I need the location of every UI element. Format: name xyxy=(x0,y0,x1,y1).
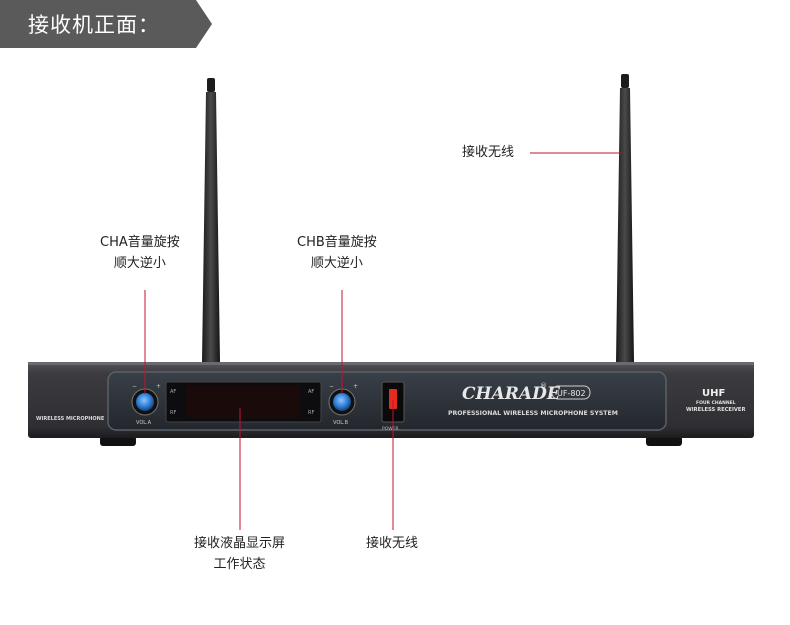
svg-text:+: + xyxy=(353,383,358,390)
callout-antenna: 接收无线 xyxy=(462,145,515,160)
antenna-left xyxy=(202,78,220,362)
svg-text:RF: RF xyxy=(170,410,176,416)
volume-knob-a[interactable]: − + xyxy=(131,383,161,416)
callout-cha-knob: CHA音量旋按 顺大逆小 xyxy=(100,235,180,271)
svg-text:AF: AF xyxy=(170,389,176,395)
svg-text:−: − xyxy=(329,383,334,390)
svg-text:+: + xyxy=(156,383,161,390)
lcd-display: AF RF AF RF xyxy=(165,381,322,423)
header-banner xyxy=(0,0,212,48)
four-channel-label: FOUR CHANNEL xyxy=(696,400,736,406)
page-title: 接收机正面： xyxy=(28,13,160,37)
volume-knob-b[interactable]: − + xyxy=(328,383,358,416)
callout-power: 接收无线 xyxy=(366,536,419,551)
volume-knob-a-label: VOL.A xyxy=(136,420,152,426)
svg-text:−: − xyxy=(132,383,137,390)
svg-text:RF: RF xyxy=(308,410,314,416)
model-badge: UF-802 xyxy=(557,389,586,398)
power-label: POWER xyxy=(382,426,399,432)
foot-right xyxy=(646,436,682,446)
wireless-receiver-label: WIRELESS RECEIVER xyxy=(686,407,745,413)
tagline: PROFESSIONAL WIRELESS MICROPHONE SYSTEM xyxy=(448,410,618,417)
brand-registered: ® xyxy=(540,382,547,390)
side-label-left: WIRELESS MICROPHONE xyxy=(36,416,105,422)
volume-knob-b-label: VOL.B xyxy=(333,420,349,426)
callout-chb-knob: CHB音量旋按 顺大逆小 xyxy=(297,235,377,271)
antenna-right xyxy=(616,74,634,362)
callout-display: 接收液晶显示屏 工作状态 xyxy=(194,536,286,572)
foot-left xyxy=(100,436,136,446)
svg-text:AF: AF xyxy=(308,389,314,395)
brand-logo: CHARADE xyxy=(462,384,561,404)
uhf-label: UHF xyxy=(702,388,725,399)
